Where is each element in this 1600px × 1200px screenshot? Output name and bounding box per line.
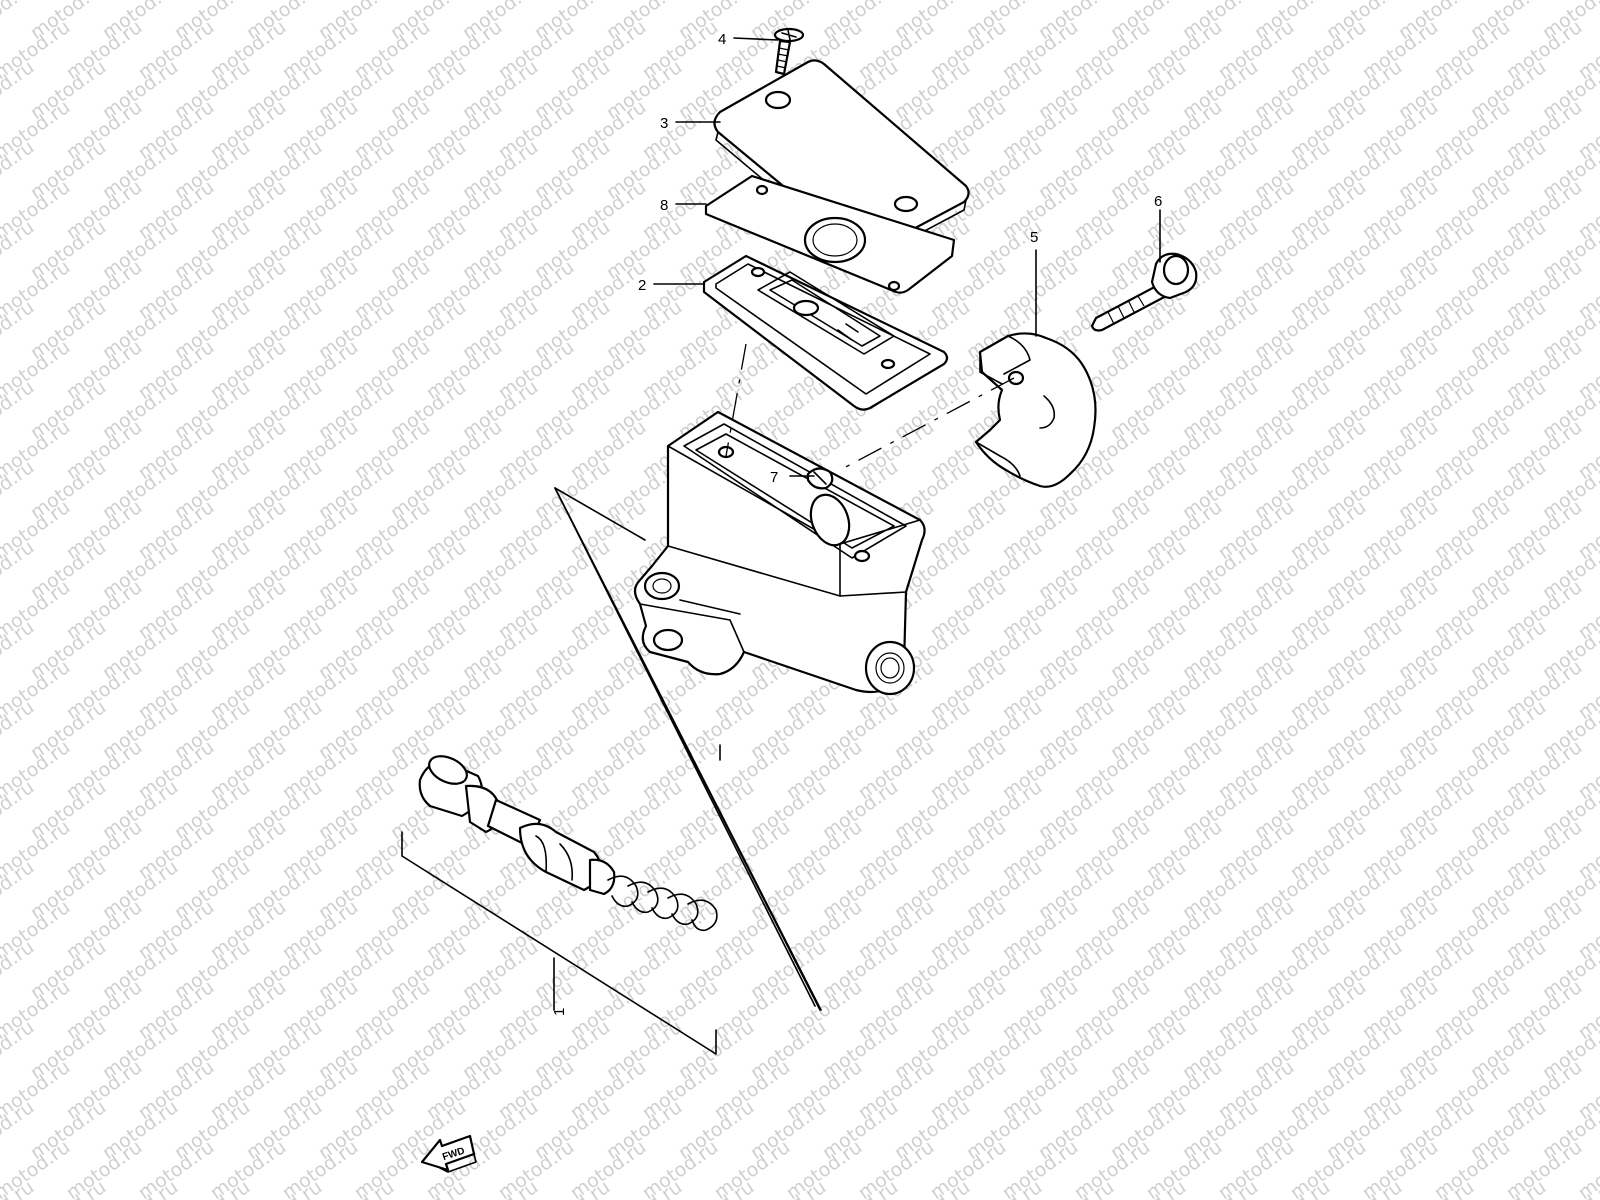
port-clip [806, 467, 834, 490]
label-part-2: 2 [638, 277, 646, 294]
label-part-6: 6 [1154, 193, 1162, 210]
label-part-4: 4 [718, 31, 726, 48]
label-part-5: 5 [1030, 229, 1038, 246]
label-part-7: 7 [770, 469, 778, 486]
label-part-1: 1 [551, 1008, 568, 1016]
watermark-text: motod.ru [1574, 0, 1600, 4]
label-part-3: 3 [660, 115, 668, 132]
label-part-8: 8 [660, 197, 668, 214]
